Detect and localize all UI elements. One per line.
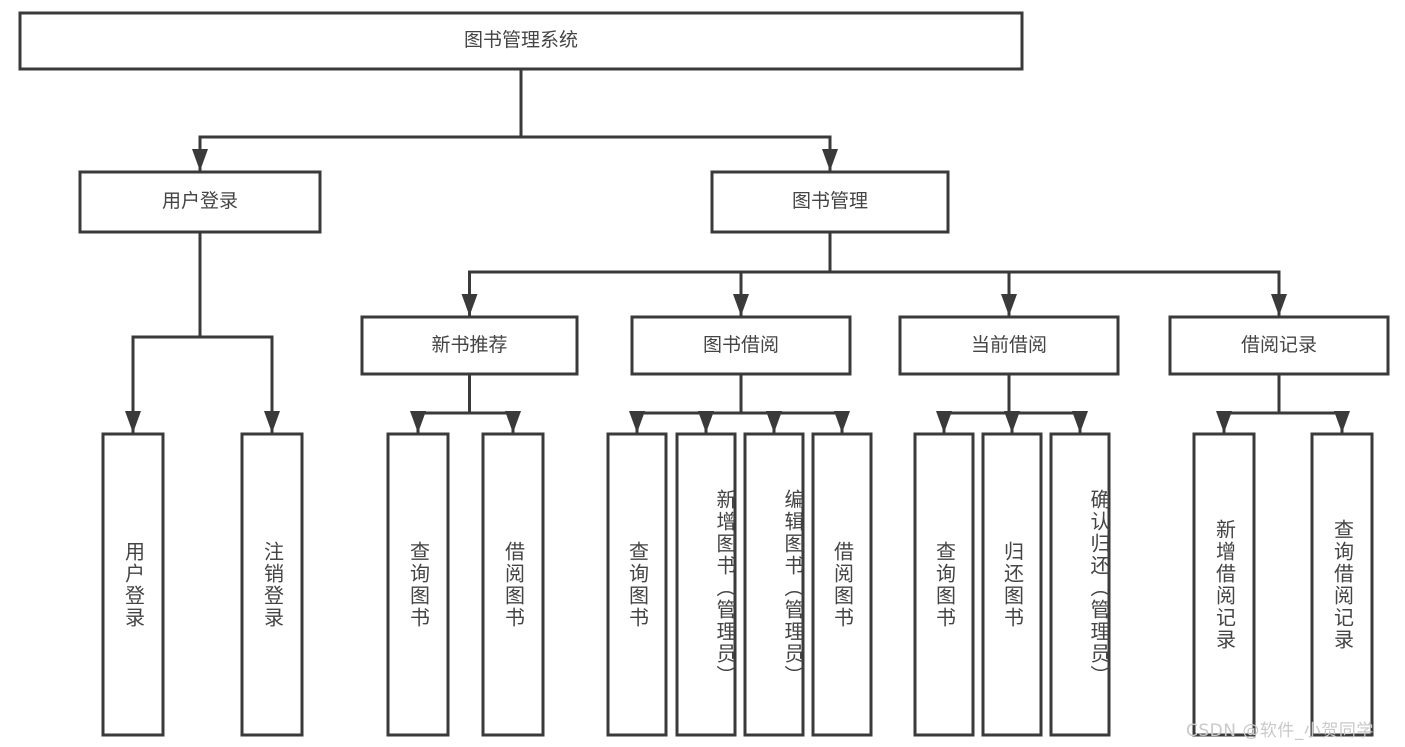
node-box-user-login[interactable] [78, 170, 322, 234]
node-current-borrow[interactable] [900, 317, 1118, 374]
arrow-head-icon [1334, 411, 1350, 433]
node-box-leaf-query-record[interactable] [1310, 432, 1374, 737]
arrow-head-icon [936, 411, 952, 433]
arrow-head-icon [192, 149, 208, 171]
arrow-head-icon [1271, 294, 1287, 316]
arrow-head-icon [264, 411, 280, 433]
arrow-head-icon [733, 294, 749, 316]
node-borrow-record[interactable] [1170, 317, 1388, 374]
node-leaf-edit-book[interactable] [745, 434, 803, 735]
node-box-leaf-return-book[interactable] [981, 432, 1043, 737]
node-leaf-query-book-2[interactable] [608, 434, 666, 735]
node-box-leaf-borrow-book-1[interactable] [481, 432, 545, 737]
node-root[interactable] [20, 13, 1022, 69]
node-box-root[interactable] [18, 11, 1024, 71]
arrow-head-icon [1216, 411, 1232, 433]
node-leaf-add-book[interactable] [677, 434, 735, 735]
node-leaf-user-login[interactable] [103, 434, 163, 735]
boxes-layer [18, 11, 1390, 737]
node-box-leaf-add-book[interactable] [675, 432, 737, 737]
arrow-head-icon [698, 411, 714, 433]
node-box-leaf-user-login[interactable] [101, 432, 165, 737]
node-leaf-query-book-1[interactable] [388, 434, 448, 735]
node-leaf-query-record[interactable] [1312, 434, 1372, 735]
node-box-leaf-edit-book[interactable] [743, 432, 805, 737]
arrow-head-icon [822, 149, 838, 171]
node-book-manage[interactable] [712, 172, 948, 232]
arrow-head-icon [834, 411, 850, 433]
node-leaf-confirm-return[interactable] [1051, 434, 1109, 735]
arrow-head-icon [125, 411, 141, 433]
node-box-leaf-query-book-3[interactable] [913, 432, 975, 737]
node-new-book-rec[interactable] [362, 317, 577, 374]
connector-layer [125, 67, 1350, 434]
arrow-head-icon [505, 411, 521, 433]
node-box-leaf-query-book-1[interactable] [386, 432, 450, 737]
node-book-borrow[interactable] [632, 317, 850, 374]
arrow-head-icon [461, 294, 478, 316]
node-leaf-borrow-book-2[interactable] [813, 434, 871, 735]
node-box-leaf-user-logout[interactable] [240, 432, 304, 737]
node-box-leaf-confirm-return[interactable] [1049, 432, 1111, 737]
node-box-leaf-query-book-2[interactable] [606, 432, 668, 737]
node-leaf-user-logout[interactable] [242, 434, 302, 735]
arrow-head-icon [410, 411, 426, 433]
arrow-head-icon [766, 411, 782, 433]
arrow-head-icon [1001, 294, 1017, 316]
node-leaf-return-book[interactable] [983, 434, 1041, 735]
node-box-current-borrow[interactable] [898, 315, 1120, 376]
node-leaf-add-record[interactable] [1194, 434, 1254, 735]
arrow-head-icon [629, 411, 645, 433]
node-user-login[interactable] [80, 172, 320, 232]
arrow-head-icon [1004, 411, 1020, 433]
watermark-text: CSDN @软件_小贺同学 [1186, 721, 1374, 741]
node-box-leaf-borrow-book-2[interactable] [811, 432, 873, 737]
node-box-new-book-rec[interactable] [360, 315, 579, 376]
node-leaf-borrow-book-1[interactable] [483, 434, 543, 735]
arrow-head-icon [1072, 411, 1088, 433]
node-box-leaf-add-record[interactable] [1192, 432, 1256, 737]
node-leaf-query-book-3[interactable] [915, 434, 973, 735]
